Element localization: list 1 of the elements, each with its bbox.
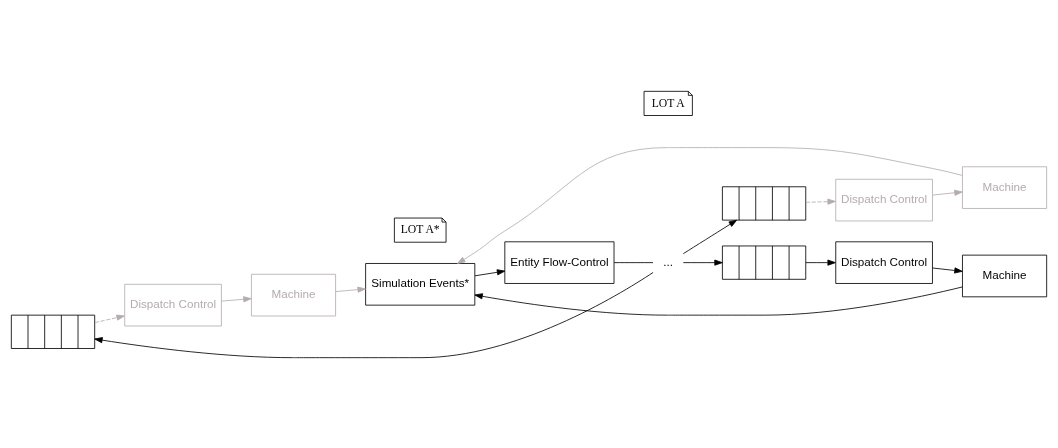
node-text: ... [663,254,674,268]
